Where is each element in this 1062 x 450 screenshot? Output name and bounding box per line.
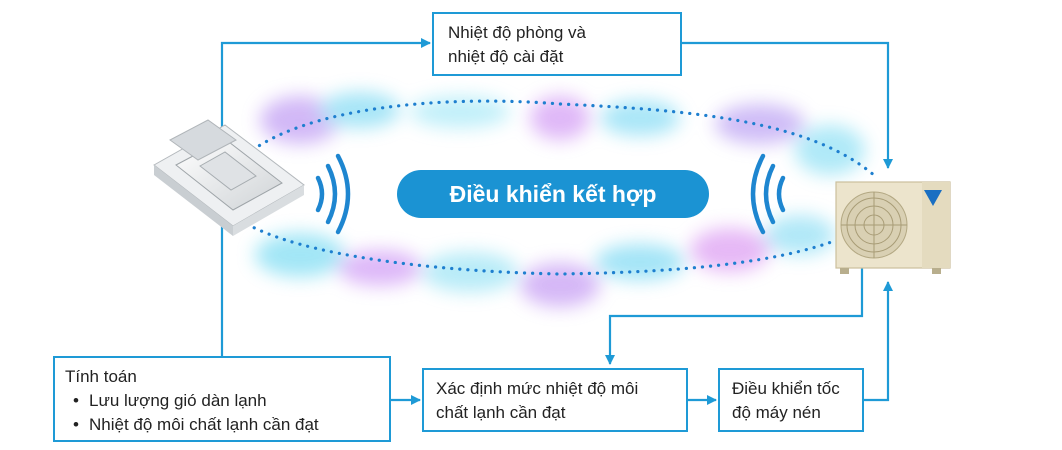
calculation-bullet-airflow: Lưu lượng gió dàn lạnh [65, 389, 379, 413]
cassette-indoor-unit-icon [153, 119, 305, 236]
connector-indoor-to-room-box [220, 38, 431, 148]
signal-waves-icon [315, 153, 351, 235]
calculation-bullet-refrigerant: Nhiệt độ môi chất lạnh cần đạt [65, 413, 379, 437]
connector-outdoor-to-refrig-box [605, 268, 864, 365]
combined-control-label: Điều khiển kết hợp [397, 170, 709, 218]
brand-logo-icon [924, 190, 942, 206]
outdoor-condenser-unit-icon [835, 181, 951, 274]
calculation-heading: Tính toán [65, 367, 137, 386]
connector-comp-box-to-outdoor [864, 281, 893, 402]
room-and-set-temperature-box: Nhiệt độ phòng và nhiệt độ cài đặt [432, 12, 682, 76]
comp-box-line-2: độ máy nén [732, 403, 821, 422]
room-box-line-1: Nhiệt độ phòng và [448, 23, 586, 42]
calculation-box: Tính toán Lưu lượng gió dàn lạnh Nhiệt đ… [53, 356, 391, 442]
refrig-box-line-2: chất lạnh cần đạt [436, 403, 566, 422]
flow-connectors [220, 38, 893, 405]
signal-waves-icon [750, 153, 786, 235]
connector-room-box-to-outdoor [682, 41, 893, 169]
room-box-line-2: nhiệt độ cài đặt [448, 47, 564, 66]
refrig-box-line-1: Xác định mức nhiệt độ môi [436, 379, 639, 398]
comp-box-line-1: Điều khiển tốc [732, 379, 840, 398]
airflow-dotted-loop [238, 99, 877, 276]
refrigerant-temperature-level-box: Xác định mức nhiệt độ môi chất lạnh cần … [422, 368, 688, 432]
compressor-speed-control-box: Điều khiển tốc độ máy nén [718, 368, 864, 432]
